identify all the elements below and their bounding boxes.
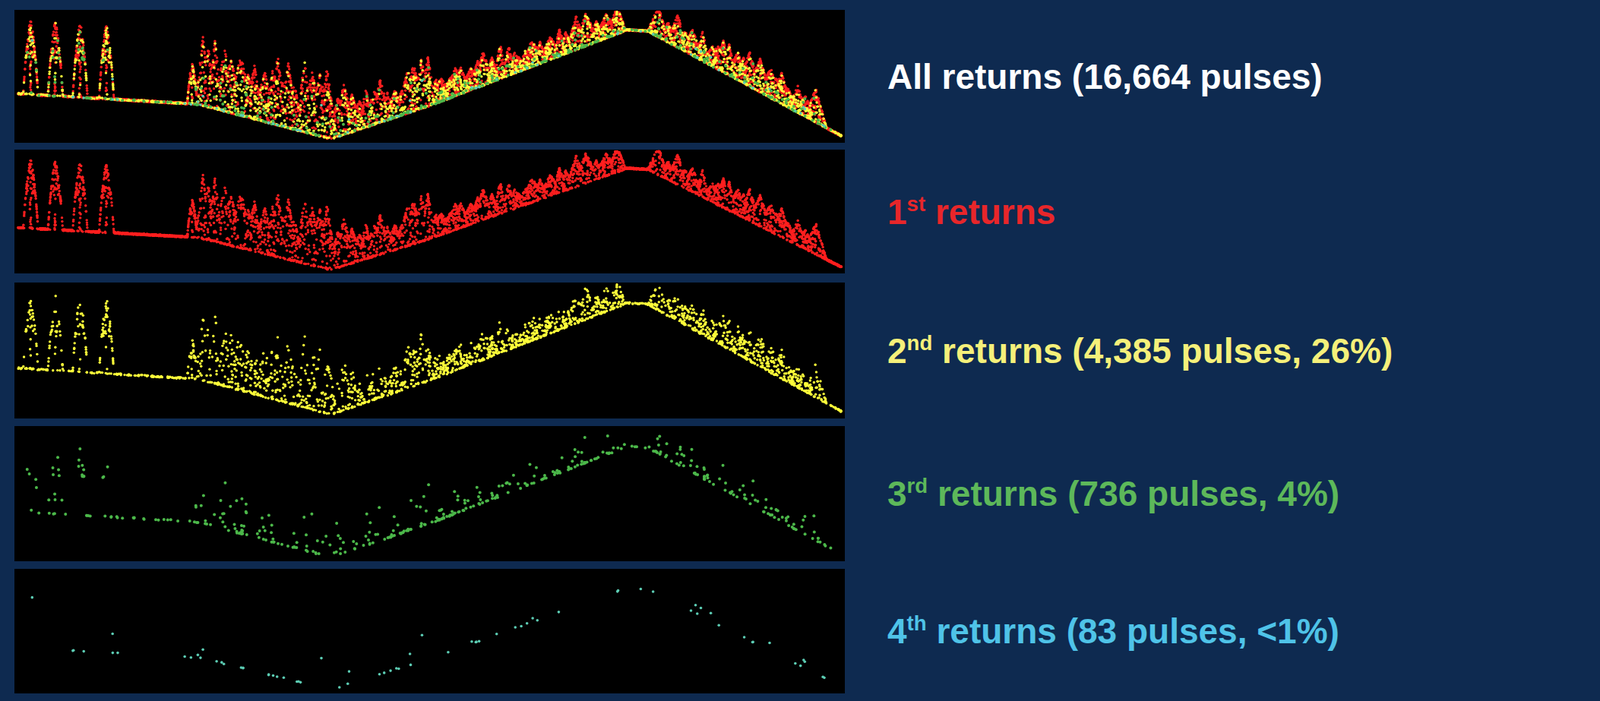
return-point	[701, 30, 704, 33]
return-point	[212, 87, 216, 90]
return-point	[25, 42, 29, 45]
return-point	[199, 63, 202, 67]
return-point	[223, 49, 226, 52]
return-point	[276, 92, 279, 95]
return-point	[79, 65, 83, 68]
return-point	[272, 109, 276, 112]
return-point	[271, 72, 274, 75]
return-point	[84, 68, 87, 71]
return-point	[338, 104, 342, 107]
return-point	[375, 108, 378, 111]
return-point	[200, 49, 203, 52]
return-point	[404, 88, 407, 92]
return-point	[382, 92, 386, 95]
return-point	[307, 111, 310, 114]
return-point	[48, 63, 51, 66]
return-point	[678, 18, 681, 22]
return-point	[305, 81, 308, 84]
return-point	[303, 105, 306, 108]
return-point	[287, 62, 290, 65]
return-point	[85, 89, 89, 92]
return-point	[29, 60, 32, 64]
return-point	[79, 25, 83, 29]
return-point	[325, 130, 329, 133]
return-point	[259, 115, 262, 118]
return-point	[387, 110, 390, 113]
return-point	[262, 93, 266, 96]
return-point	[376, 101, 379, 104]
return-point	[224, 55, 228, 58]
return-point	[363, 119, 366, 122]
return-point	[426, 56, 429, 60]
return-point	[204, 63, 207, 67]
return-point	[202, 71, 206, 74]
return-point	[209, 89, 212, 92]
return-point	[263, 100, 266, 103]
return-point	[201, 35, 204, 38]
return-point	[324, 85, 327, 89]
return-point	[278, 92, 282, 95]
return-point	[238, 59, 241, 62]
return-point	[259, 83, 263, 86]
return-point	[265, 91, 268, 95]
return-point	[104, 86, 108, 89]
return-point	[413, 102, 416, 105]
return-point	[313, 98, 317, 101]
return-point	[29, 88, 32, 92]
return-point	[513, 51, 516, 54]
return-point	[213, 39, 216, 42]
return-point	[252, 64, 256, 67]
return-point	[206, 97, 209, 100]
return-point	[82, 44, 85, 47]
return-point	[271, 69, 274, 73]
return-point	[51, 32, 54, 35]
return-point	[281, 82, 284, 85]
return-point	[796, 85, 799, 88]
return-point	[354, 117, 358, 121]
return-point	[100, 65, 103, 68]
return-point	[215, 72, 219, 75]
return-point	[110, 68, 114, 71]
return-point	[208, 70, 212, 73]
return-point	[85, 92, 89, 95]
return-point	[53, 88, 56, 92]
return-point	[237, 64, 240, 67]
return-point	[571, 39, 574, 42]
return-point	[343, 113, 346, 116]
return-point	[78, 87, 81, 90]
return-point	[276, 87, 279, 90]
point-cloud-panel	[14, 9, 845, 143]
return-point	[419, 98, 422, 102]
return-point	[375, 118, 378, 121]
return-point	[29, 83, 32, 86]
